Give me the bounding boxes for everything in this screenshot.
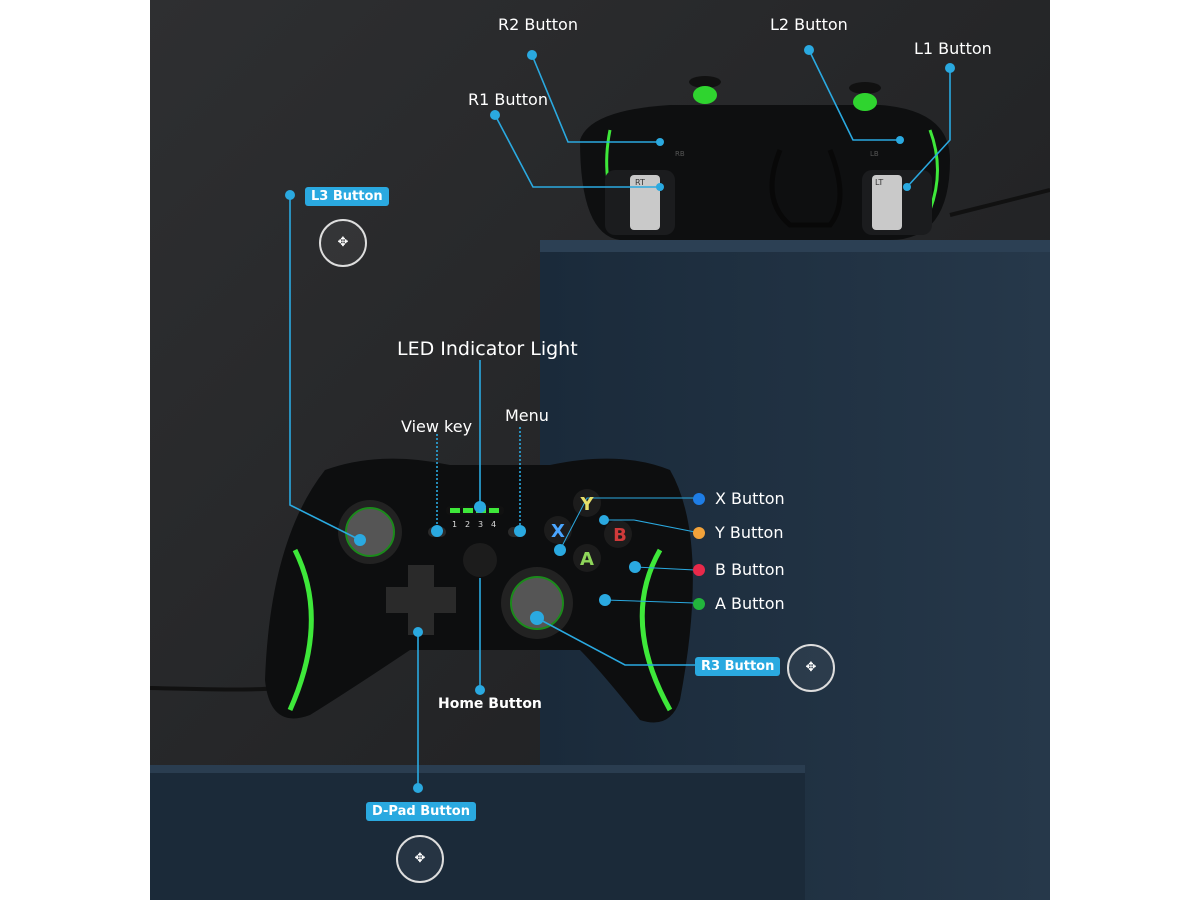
controller-markings: Y X B A 1 2 3 4 RT LT RB LB [452, 150, 883, 570]
x-button-legend: X Button [693, 489, 785, 508]
front-controller [265, 458, 693, 723]
r1-button-label: R1 Button [468, 90, 548, 109]
lb-mark: LB [870, 150, 879, 158]
y-letter: Y [579, 494, 594, 515]
a-letter: A [580, 549, 594, 570]
led-num-1: 1 [452, 520, 457, 529]
y-button-legend: Y Button [693, 523, 783, 542]
green-dot-icon [693, 598, 705, 610]
lower-pedestal [150, 765, 805, 900]
lt-mark: LT [875, 178, 883, 187]
scene-graphic: Y X B A 1 2 3 4 RT LT RB LB [150, 0, 1050, 900]
l2-button-label: L2 Button [770, 15, 848, 34]
l1-button-label: L1 Button [914, 39, 992, 58]
red-dot-icon [693, 564, 705, 576]
dpad-arrows-icon: ✥ [396, 835, 444, 883]
a-button-label: A Button [715, 594, 785, 613]
joystick-arrows-icon: ✥ [319, 219, 367, 267]
rb-mark: RB [675, 150, 685, 158]
callout-lines [289, 49, 951, 788]
x-button-label: X Button [715, 489, 785, 508]
orange-dot-icon [693, 527, 705, 539]
led-num-3: 3 [478, 520, 483, 529]
b-button-legend: B Button [693, 560, 785, 579]
r2-button-label: R2 Button [498, 15, 578, 34]
blue-dot-icon [693, 493, 705, 505]
a-button-legend: A Button [693, 594, 785, 613]
r3-arrows-icon: ✥ [787, 644, 835, 692]
led-num-4: 4 [491, 520, 496, 529]
menu-label: Menu [505, 406, 549, 425]
controller-diagram: Y X B A 1 2 3 4 RT LT RB LB R2 Button L2… [150, 0, 1050, 900]
l3-button-tag: L3 Button [305, 187, 389, 206]
y-button-label: Y Button [715, 523, 784, 542]
home-button-label: Home Button [438, 696, 542, 712]
x-letter: X [551, 521, 565, 542]
led-indicator-label: LED Indicator Light [397, 338, 578, 360]
r3-button-tag: R3 Button [695, 657, 781, 676]
callout-dots [285, 45, 955, 793]
b-button-label: B Button [715, 560, 785, 579]
b-letter: B [613, 525, 627, 546]
dpad-button-tag: D-Pad Button [366, 802, 476, 821]
led-num-2: 2 [465, 520, 470, 529]
view-key-label: View key [401, 417, 473, 436]
rt-mark: RT [635, 178, 645, 187]
